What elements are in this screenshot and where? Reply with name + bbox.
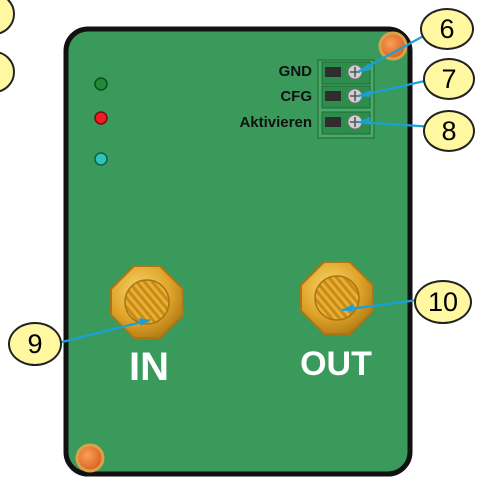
partial-callout-circle xyxy=(0,51,15,93)
mount-hole xyxy=(378,31,408,61)
port-label-in: IN xyxy=(129,345,169,389)
leader-arrowheads xyxy=(139,63,371,326)
terminal-block xyxy=(317,59,375,139)
callout-9: 9 xyxy=(8,322,62,366)
partial-callout-circle xyxy=(0,0,15,35)
terminal-cfg xyxy=(321,85,371,109)
mount-hole xyxy=(75,443,105,473)
terminal-gnd xyxy=(321,61,371,85)
callout-6: 6 xyxy=(420,8,474,50)
terminal-label-cfg: CFG xyxy=(280,88,312,105)
led-cyan xyxy=(94,152,108,166)
pcb-board xyxy=(63,26,413,477)
out-connector xyxy=(300,261,374,335)
terminal-label-gnd: GND xyxy=(278,63,312,80)
callout-8: 8 xyxy=(423,110,475,152)
callout-10: 10 xyxy=(414,280,472,324)
port-label-out: OUT xyxy=(300,345,372,383)
terminal-aktivieren xyxy=(321,111,371,135)
terminal-label-aktivieren: Aktivieren xyxy=(239,114,312,131)
in-connector xyxy=(110,265,184,339)
led-red xyxy=(94,111,108,125)
led-green xyxy=(94,77,108,91)
callout-7: 7 xyxy=(423,58,475,100)
leader-line-8 xyxy=(357,120,435,129)
leader-line-9 xyxy=(57,318,151,345)
leader-line-10 xyxy=(341,298,419,312)
